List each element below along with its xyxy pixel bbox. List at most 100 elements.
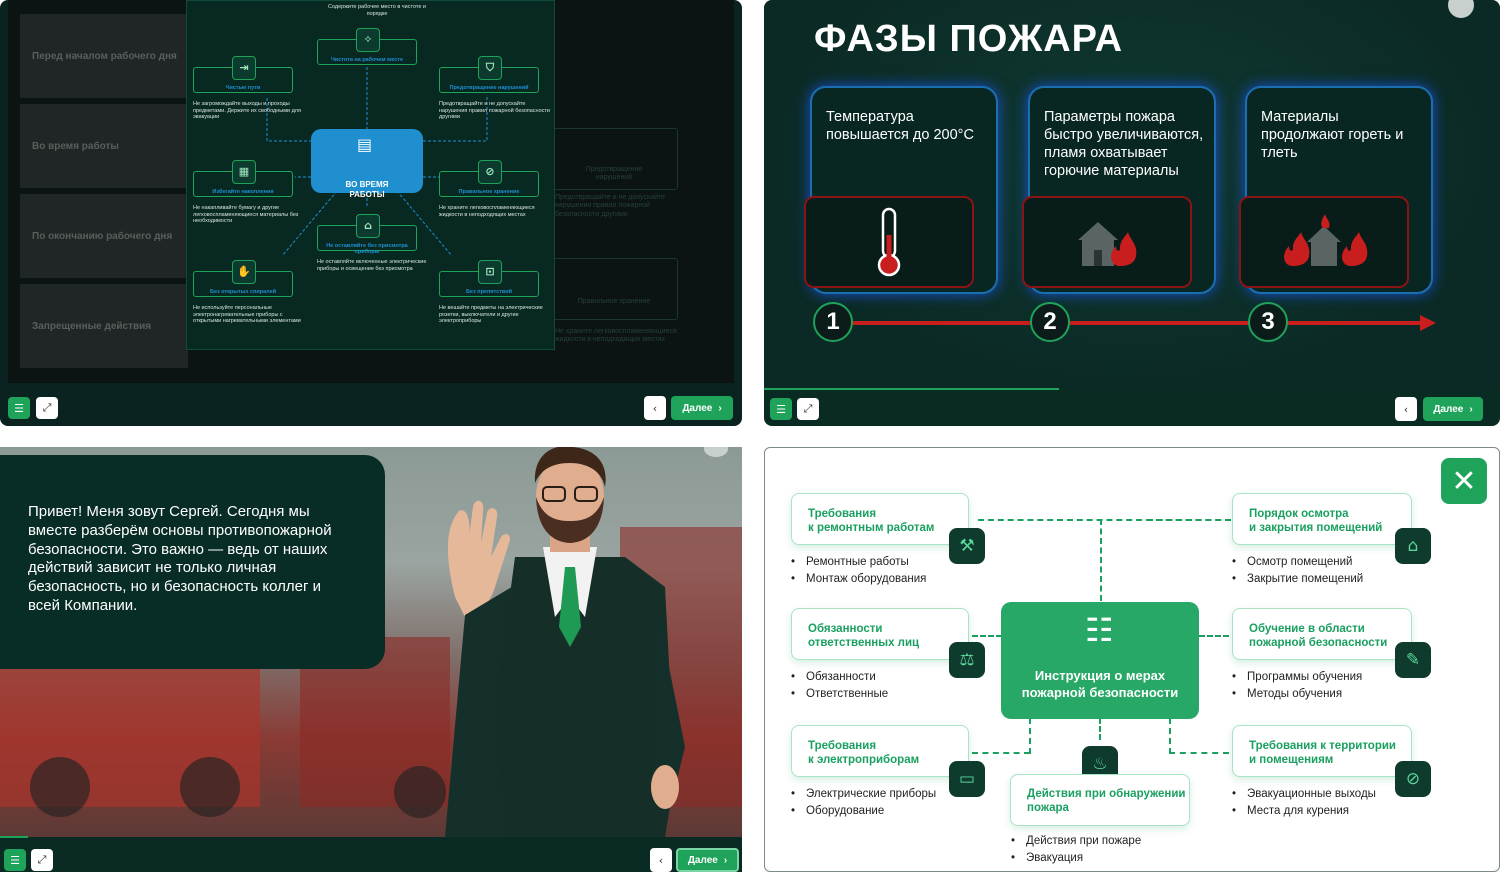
control-bar: [0, 837, 742, 872]
menu-item-before-work[interactable]: Перед началом рабочего дня: [20, 14, 188, 98]
audio-icon[interactable]: [1448, 0, 1474, 18]
bullet-list: Ремонтные работыМонтаж оборудования: [791, 554, 926, 588]
tools-icon: ⚒: [949, 528, 985, 564]
prev-button[interactable]: ‹: [644, 396, 666, 420]
menu-list-button[interactable]: ☰: [8, 397, 30, 419]
faded-node-desc: Предотвращайте и не допускайте нарушения…: [555, 194, 666, 218]
house-fire-icon: [1078, 222, 1137, 266]
next-button[interactable]: Далее›: [676, 848, 739, 872]
panel-fire-safety-instruction: ✕ ☷ Инструкция о мерах пожарной безопасн…: [764, 447, 1500, 872]
node-desc: Не оставляйте включенные электрические п…: [317, 259, 427, 272]
connector: [1029, 718, 1031, 754]
bullet-list: Эвакуационные выходыМеста для курения: [1232, 786, 1376, 820]
panel-during-work: Перед началом рабочего дня Во время рабо…: [0, 0, 742, 426]
center-block: ☷ Инструкция о мерах пожарной безопаснос…: [1001, 602, 1199, 719]
houses-fire-icon: [1284, 214, 1368, 266]
faded-node-box: [552, 258, 678, 320]
badge-icon: ⚖: [949, 642, 985, 678]
center-node: ▤ ВО ВРЕМЯ РАБОТЫ: [311, 129, 423, 199]
exit-icon: ⇥: [232, 56, 256, 80]
connector: [1169, 752, 1229, 754]
node-avoid-accumulation: ▦Избегайте накопления: [193, 160, 293, 197]
phase-text: Материалы продолжают гореть и тлеть: [1261, 109, 1404, 162]
menu-list-button[interactable]: ☰: [4, 849, 26, 871]
fullscreen-button[interactable]: ⤢: [797, 398, 819, 420]
timeline-arrow: [834, 315, 1436, 331]
bullet-list: Действия при пожареЭвакуация: [1011, 833, 1141, 867]
node-clear-paths: ⇥Чистые пути: [193, 56, 293, 93]
graduation-cap-icon: ✎: [1395, 642, 1431, 678]
phase-text: Параметры пожара быстро увеличиваются, п…: [1044, 109, 1204, 180]
phase-text: Температура повышается до 200°С: [826, 109, 974, 144]
node-no-obstacles: ⊡Без препятствий: [439, 260, 539, 297]
speech-bubble: Привет! Меня зовут Сергей. Сегодня мы вм…: [0, 455, 385, 669]
node-desc: Не накапливайте бумагу и другие легковос…: [193, 205, 299, 225]
phase-number-2: 2: [1030, 302, 1070, 342]
fullscreen-button[interactable]: ⤢: [31, 849, 53, 871]
connector: [1169, 718, 1171, 754]
block-fire-actions[interactable]: Действия при обнаружении пожара: [1010, 774, 1190, 826]
prev-button[interactable]: ‹: [1395, 397, 1417, 421]
faded-node-label: Предотвращение нарушений: [585, 166, 643, 182]
no-smoking-icon: ⊘: [1395, 761, 1431, 797]
sparkle-icon: ✧: [356, 28, 380, 52]
menu-item-forbidden[interactable]: Запрещенные действия: [20, 284, 188, 368]
connector: [972, 635, 1002, 637]
infographic-sheet: Содержите рабочее место в чистоте и поря…: [186, 0, 555, 350]
node-desc: Предотвращайте и не допускайте нарушения…: [439, 101, 550, 121]
phase-card-3: Материалы продолжают гореть и тлеть: [1239, 86, 1433, 294]
node-desc: Не загромождайте выходы и проходы предме…: [193, 101, 301, 121]
bullet-list: ОбязанностиОтветственные: [791, 669, 888, 703]
audio-icon[interactable]: [704, 447, 728, 457]
connector: [1147, 519, 1231, 521]
phase-image: [804, 196, 974, 288]
connector: [1199, 635, 1229, 637]
next-button[interactable]: Далее›: [671, 396, 733, 420]
node-prevent-violations: ⛉Предотвращение нарушений: [439, 56, 539, 93]
no-fire-icon: ⊘: [478, 160, 502, 184]
node-unattended: ⌂Не оставляйте без присмотра приборы: [317, 214, 417, 255]
laptop-icon: ▭: [949, 761, 985, 797]
phase-image: [1239, 196, 1409, 288]
connector: [978, 519, 1231, 521]
node-clean-workplace: ✧Чистота на рабочем месте: [317, 28, 417, 65]
papers-icon: ▦: [232, 160, 256, 184]
bullet-list: Осмотр помещенийЗакрытие помещений: [1232, 554, 1363, 588]
phase-number-3: 3: [1248, 302, 1288, 342]
house-icon: ⌂: [1395, 528, 1431, 564]
menu-item-during-work[interactable]: Во время работы: [20, 104, 188, 188]
appliance-icon: ⌂: [356, 214, 380, 238]
fullscreen-button[interactable]: ⤢: [36, 397, 58, 419]
block-inspection-order[interactable]: Порядок осмотра и закрытия помещений: [1232, 493, 1412, 545]
socket-icon: ⊡: [478, 260, 502, 284]
slide-progress-bar: [0, 836, 28, 838]
connector-lines: [266, 67, 488, 257]
bullet-list: Программы обученияМетоды обучения: [1232, 669, 1362, 703]
hand-fire-icon: ✋: [232, 260, 256, 284]
node-desc: Не используйте персональные электронагре…: [193, 305, 301, 325]
menu-list-button[interactable]: ☰: [770, 398, 792, 420]
menu-item-after-work[interactable]: По окончанию рабочего дня: [20, 194, 188, 278]
panel-fire-phases: ФАЗЫ ПОЖАРА Температура повышается до 20…: [764, 0, 1500, 426]
block-repair-requirements[interactable]: Требования к ремонтным работам: [791, 493, 969, 545]
phase-card-1: Температура повышается до 200°С: [804, 86, 998, 294]
prev-button[interactable]: ‹: [650, 848, 672, 872]
node-desc: Не храните легковоспламеняющиеся жидкост…: [439, 205, 535, 218]
block-territory-requirements[interactable]: Требования к территории и помещениям: [1232, 725, 1412, 777]
node-desc: Содержите рабочее место в чистоте и поря…: [327, 4, 427, 17]
next-button[interactable]: Далее›: [1423, 397, 1483, 421]
block-responsible-duties[interactable]: Обязанности ответственных лиц: [791, 608, 969, 660]
node-no-open-coils: ✋Без открытых спиралей: [193, 260, 293, 297]
faded-node-label: Правильное хранение: [577, 298, 651, 305]
presenter-avatar: [445, 447, 685, 837]
block-electrical-requirements[interactable]: Требования к электроприборам: [791, 725, 969, 777]
close-icon: ✕: [1451, 463, 1477, 499]
slide-progress-bar: [764, 388, 1059, 390]
close-button[interactable]: ✕: [1441, 458, 1487, 504]
panel-presenter-intro: Привет! Меня зовут Сергей. Сегодня мы вм…: [0, 447, 742, 872]
thermometer-icon: [877, 207, 901, 277]
phase-number-1: 1: [813, 302, 853, 342]
shield-icon: ⛉: [478, 56, 502, 80]
block-training[interactable]: Обучение в области пожарной безопасности: [1232, 608, 1412, 660]
node-desc: Не вешайте предметы на электрические роз…: [439, 305, 543, 325]
